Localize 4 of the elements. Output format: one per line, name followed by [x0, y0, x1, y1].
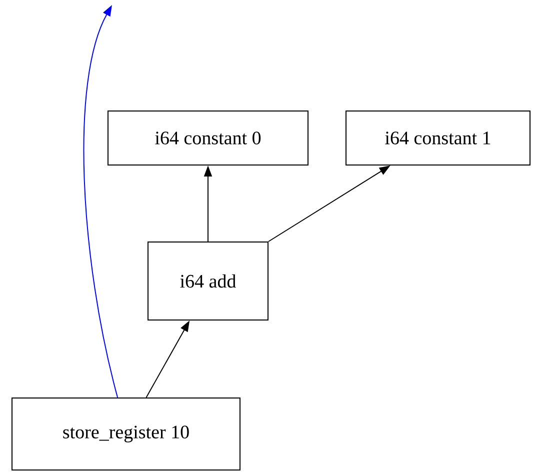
process-box: store_register 10	[12, 398, 240, 470]
process-box: i64 constant 0	[108, 110, 308, 166]
process-box: i64 constant 1	[346, 110, 530, 166]
process-box: i64 add	[148, 242, 268, 320]
